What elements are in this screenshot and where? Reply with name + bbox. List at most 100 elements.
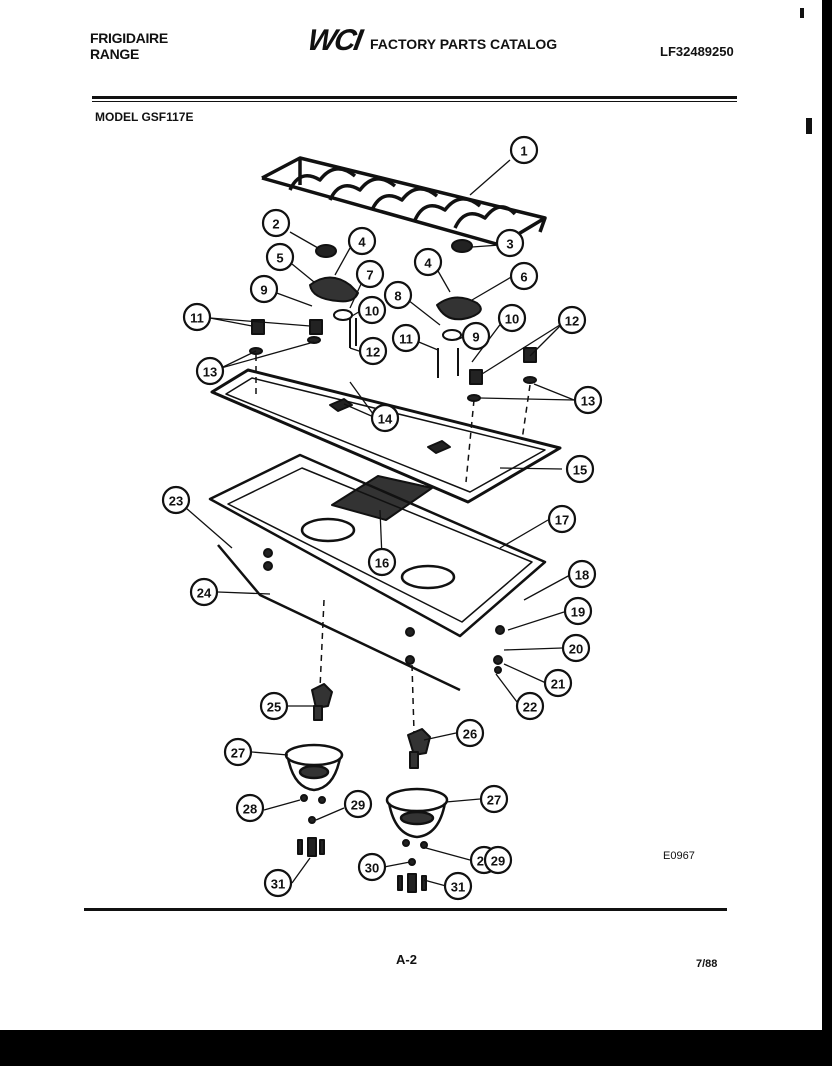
part-callout-3: 3: [495, 228, 525, 258]
part-callout-22: 22: [515, 691, 545, 721]
svg-text:22: 22: [523, 700, 537, 715]
part-callout-2: 2: [261, 208, 291, 238]
svg-text:25: 25: [267, 700, 281, 715]
part-callout-28: 28: [235, 793, 265, 823]
svg-text:7: 7: [366, 268, 373, 283]
part-callout-4: 4: [413, 247, 443, 277]
scan-mark: [800, 8, 804, 18]
svg-text:27: 27: [487, 793, 501, 808]
svg-text:27: 27: [231, 746, 245, 761]
part-callout-12: 12: [557, 305, 587, 335]
drawing-code: E0967: [663, 850, 695, 862]
part-callout-5: 5: [265, 242, 295, 272]
svg-text:16: 16: [375, 556, 389, 571]
svg-text:29: 29: [351, 798, 365, 813]
drip-bowl: [385, 787, 449, 839]
part-callout-4: 4: [347, 226, 377, 256]
part-callout-6: 6: [509, 261, 539, 291]
burner-cap: [451, 239, 473, 253]
part-callout-18: 18: [567, 559, 597, 589]
part-callout-31: 31: [263, 868, 293, 898]
svg-text:10: 10: [505, 312, 519, 327]
part-callout-13: 13: [573, 385, 603, 415]
svg-text:29: 29: [491, 854, 505, 869]
svg-text:9: 9: [260, 283, 267, 298]
svg-text:11: 11: [190, 311, 204, 326]
part-callout-16: 16: [367, 547, 397, 577]
part-callout-10: 10: [497, 303, 527, 333]
svg-text:4: 4: [424, 256, 432, 271]
part-callout-29: 29: [483, 845, 513, 875]
part-callout-27: 27: [223, 737, 253, 767]
part-callout-25: 25: [259, 691, 289, 721]
part-callout-14: 14: [370, 403, 400, 433]
part-callout-12: 12: [358, 336, 388, 366]
header-rule: [92, 96, 737, 99]
part-callout-23: 23: [161, 485, 191, 515]
revision-date: 7/88: [696, 958, 718, 970]
exploded-parts-diagram: 1234456789910101111121213131415161718192…: [161, 135, 603, 901]
part-callout-15: 15: [565, 454, 595, 484]
part-callout-31: 31: [443, 871, 473, 901]
burner-valve: [311, 683, 333, 709]
svg-text:9: 9: [472, 330, 479, 345]
brand-name: FRIGIDAIRE: [90, 30, 168, 46]
svg-text:1: 1: [520, 144, 527, 159]
svg-text:26: 26: [463, 727, 477, 742]
svg-text:4: 4: [358, 235, 366, 250]
part-callout-21: 21: [543, 668, 573, 698]
part-callout-30: 30: [357, 852, 387, 882]
part-callout-9: 9: [461, 321, 491, 351]
part-callout-8: 8: [383, 280, 413, 310]
part-callout-26: 26: [455, 718, 485, 748]
svg-text:10: 10: [365, 304, 379, 319]
drip-bowl: [284, 743, 344, 792]
svg-text:12: 12: [366, 345, 380, 360]
part-number: LF32489250: [660, 44, 734, 59]
header-rule-thin: [92, 101, 737, 102]
product-type: RANGE: [90, 46, 140, 62]
svg-text:13: 13: [581, 394, 595, 409]
svg-text:19: 19: [571, 605, 585, 620]
part-callout-11: 11: [391, 323, 421, 353]
svg-text:31: 31: [271, 877, 285, 892]
page-number: A-2: [396, 952, 417, 967]
part-callout-24: 24: [189, 577, 219, 607]
catalog-title: FACTORY PARTS CATALOG: [370, 36, 558, 52]
svg-text:2: 2: [272, 217, 279, 232]
svg-text:17: 17: [555, 513, 569, 528]
burner-orifice: [469, 369, 483, 385]
svg-text:20: 20: [569, 642, 583, 657]
burner-orifice: [251, 319, 265, 335]
svg-text:6: 6: [520, 270, 527, 285]
part-callout-19: 19: [563, 596, 593, 626]
burner-cap: [315, 244, 337, 258]
svg-text:30: 30: [365, 861, 379, 876]
svg-text:14: 14: [378, 412, 393, 427]
part-callout-13: 13: [195, 356, 225, 386]
catalog-page: FRIGIDAIRE RANGE WCI FACTORY PARTS CATAL…: [0, 0, 822, 1030]
model-label: MODEL GSF117E: [95, 110, 194, 124]
svg-text:15: 15: [573, 463, 587, 478]
burner-head: [436, 296, 482, 321]
burner-orifice: [309, 319, 323, 335]
burner-orifice: [523, 347, 537, 363]
part-callout-17: 17: [547, 504, 577, 534]
footer-rule: [84, 908, 727, 911]
vent-grille: [331, 475, 433, 521]
burner-head: [309, 276, 359, 303]
part-callout-29: 29: [343, 789, 373, 819]
svg-text:18: 18: [575, 568, 589, 583]
scan-mark: [806, 118, 812, 134]
part-callout-27: 27: [479, 784, 509, 814]
svg-text:31: 31: [451, 880, 465, 895]
svg-text:28: 28: [243, 802, 257, 817]
svg-text:24: 24: [197, 586, 212, 601]
part-callout-7: 7: [355, 259, 385, 289]
part-callout-10: 10: [357, 295, 387, 325]
svg-text:23: 23: [169, 494, 183, 509]
part-callout-9: 9: [249, 274, 279, 304]
part-callout-11: 11: [182, 302, 212, 332]
cooktop-frame: [208, 453, 547, 638]
svg-text:11: 11: [399, 332, 413, 347]
